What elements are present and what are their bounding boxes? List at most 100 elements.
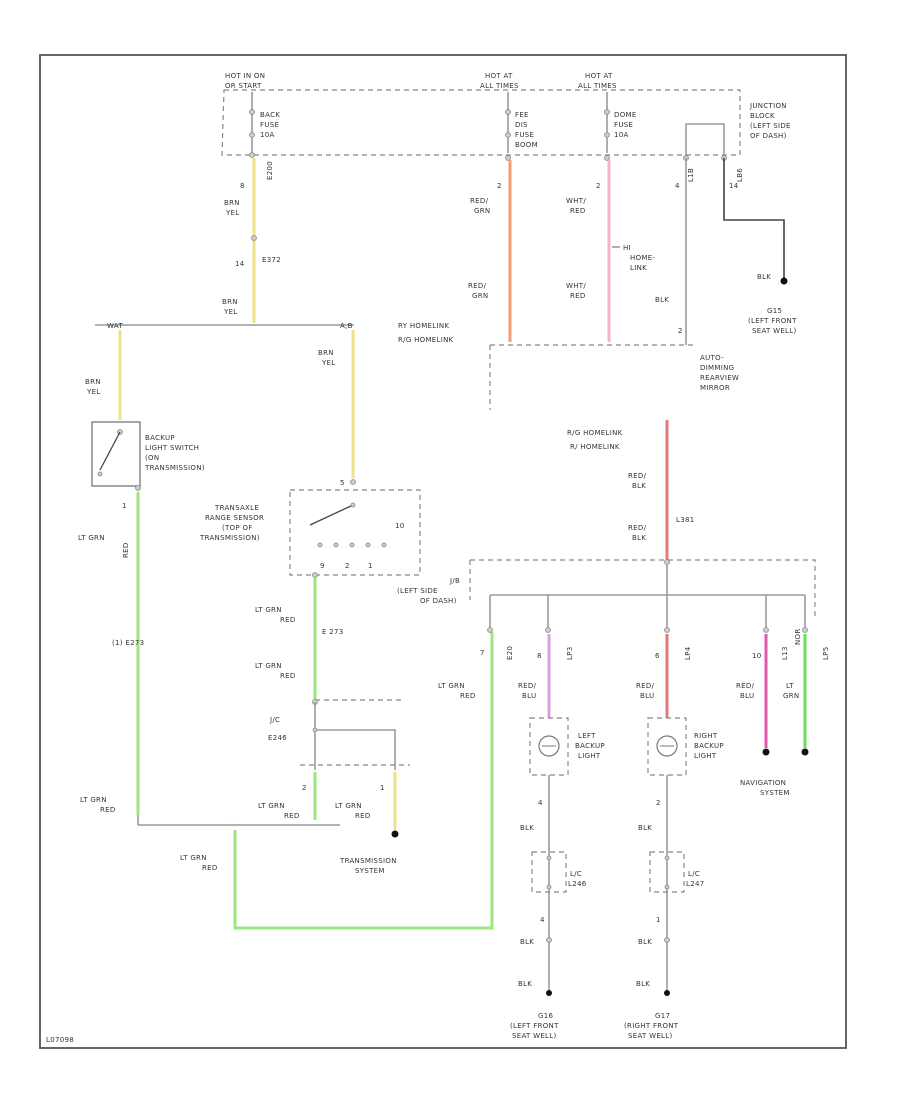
conn-l2-label: LB6 (736, 168, 744, 182)
ground-g17-label-3: SEAT WELL) (628, 1032, 673, 1040)
trs-label-2: RANGE SENSOR (205, 514, 264, 522)
connector-icon (546, 855, 552, 861)
left-lamp-label-3: LIGHT (578, 752, 601, 760)
pin-label: 2 (656, 799, 661, 807)
pin-label: 14 (729, 182, 739, 190)
right-lamp-label-3: LIGHT (694, 752, 717, 760)
wire-label: RED (122, 542, 130, 558)
connector-icon (604, 155, 610, 161)
connector-icon (546, 937, 552, 943)
fuse-3-label-3: 10A (614, 131, 629, 139)
ground-icon (801, 748, 809, 756)
left-lamp-label-1: LEFT (578, 732, 596, 740)
pin-label: 2 (596, 182, 601, 190)
homelink-label-1: HI (623, 244, 631, 252)
wire-label: LT (786, 682, 794, 690)
fuse-2-label-2: DIS (515, 121, 528, 129)
trans-system-label-1: TRANSMISSION (339, 857, 397, 865)
wire-label: RED/ (636, 682, 655, 690)
diagram-frame (39, 54, 847, 1049)
trs-label-4: TRANSMISSION) (199, 534, 260, 542)
fuse-1-label-2: FUSE (260, 121, 279, 129)
switch-icon (97, 429, 123, 477)
lc-right-label-2: L247 (686, 880, 704, 888)
splice-label: A,B (340, 322, 353, 330)
wire-label: BLK (520, 938, 534, 946)
wire-label: BRN (222, 298, 238, 306)
connector-icon (664, 559, 670, 565)
connector-icon (135, 485, 141, 491)
ground-g15-label-3: SEAT WELL) (752, 327, 797, 335)
ground-icon (391, 830, 399, 838)
mirror-label-1: AUTO- (700, 354, 724, 362)
conn-label: LP5 (822, 647, 830, 660)
connector-icon (546, 884, 552, 890)
pin-label: 10 (395, 522, 405, 530)
ground-icon (664, 990, 670, 996)
fuse-icon (505, 92, 511, 153)
connector-icon (312, 727, 318, 733)
trs-label-3: (TOP OF (222, 524, 253, 532)
connector-icon (249, 152, 255, 158)
right-lamp-label-2: BACKUP (694, 742, 724, 750)
homelink-label-2: HOME- (630, 254, 655, 262)
wire-label: BLK (636, 980, 650, 988)
splice-label: WAT (107, 322, 123, 330)
wire-label: RED (284, 812, 300, 820)
homelink-label-4: RY HOMELINK (398, 322, 449, 330)
fuse-icon (249, 92, 255, 153)
junction-block-label-3: (LEFT SIDE (750, 122, 791, 130)
mirror-label-2: DIMMING (700, 364, 734, 372)
ground-g15-label-2: (LEFT FRONT (748, 317, 797, 325)
conn-e00-label: E200 (266, 161, 274, 180)
wire-label: RED (570, 292, 586, 300)
power-label-run-sub: OR START (225, 82, 262, 90)
backup-switch-label-3: (ON (145, 454, 159, 462)
wire-label: BRN (85, 378, 101, 386)
connector-icon (545, 627, 551, 633)
connector-icon (664, 627, 670, 633)
connector-icon (664, 937, 670, 943)
mirror-ground-wire-label: BLK (655, 296, 669, 304)
wire-label: LT GRN (255, 606, 282, 614)
pin-label: 14 (235, 260, 245, 268)
figure-code: L07098 (46, 1036, 74, 1044)
power-label-acc1-sub: ALL TIMES (480, 82, 519, 90)
wire-label: YEL (86, 388, 101, 396)
wire-label: BRN (318, 349, 334, 357)
mirror-label-4: MIRROR (700, 384, 730, 392)
backup-switch-label-4: TRANSMISSION) (144, 464, 205, 472)
conn-e372-label: E372 (262, 256, 281, 264)
fuse-2-label-3: FUSE (515, 131, 534, 139)
switch-icon (309, 479, 387, 548)
trs-label-1: TRANSAXLE (214, 504, 259, 512)
wire-label: BLU (640, 692, 654, 700)
ground-g16-label-1: G16 (538, 1012, 553, 1020)
ground-icon (762, 748, 770, 756)
pin-label: 10 (752, 652, 762, 660)
wire-label: RED (100, 806, 116, 814)
wire-label: BLK (638, 824, 652, 832)
ground-icon (780, 277, 788, 285)
fuse-1-label-1: BACK (260, 111, 280, 119)
mirror-outline (489, 344, 695, 410)
homelink-label-3: LINK (630, 264, 647, 272)
conn-label: LP4 (684, 646, 692, 660)
mirror-label-3: REARVIEW (700, 374, 739, 382)
pin-label: 6 (655, 652, 660, 660)
junction-block-label-2: BLOCK (750, 112, 775, 120)
wire-label: GRN (783, 692, 799, 700)
wire-label: RED/ (736, 682, 755, 690)
wire-label: BLU (740, 692, 754, 700)
connector-icon (763, 627, 769, 633)
jb-internal-bus (685, 123, 725, 158)
lower-jb-outline (469, 559, 816, 620)
ground-g16-label-2: (LEFT FRONT (510, 1022, 559, 1030)
conn-l1-label: L1B (687, 168, 695, 182)
nav-label-1: NAVIGATION (740, 779, 786, 787)
power-label-acc2-sub: ALL TIMES (578, 82, 617, 90)
wire-label: RED/ (628, 524, 647, 532)
pin-label: 2 (345, 562, 350, 570)
pin-label: 1 (368, 562, 373, 570)
jc-label-2: E246 (268, 734, 287, 742)
